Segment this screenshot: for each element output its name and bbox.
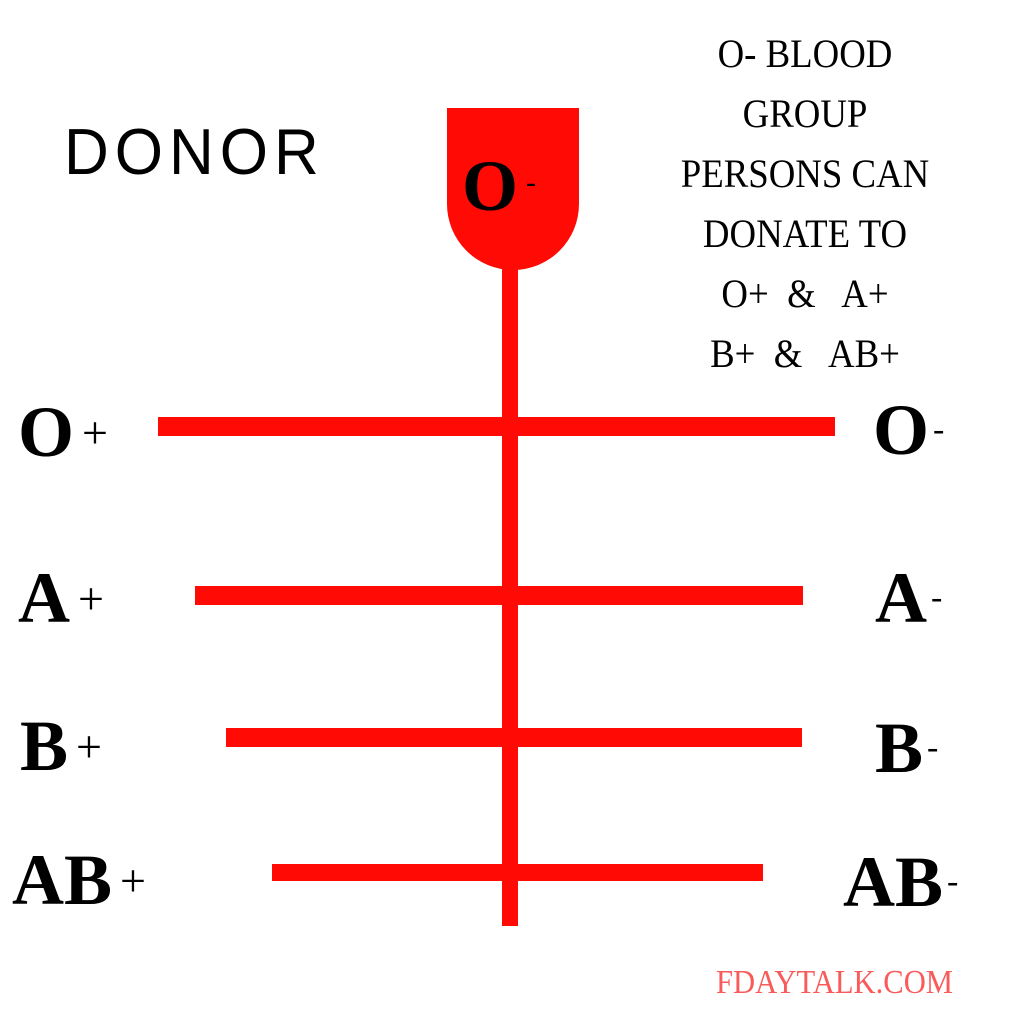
connector-bar-ab xyxy=(272,864,763,881)
group-sign: + xyxy=(76,721,102,772)
group-sign: + xyxy=(82,407,108,458)
group-sign: + xyxy=(120,855,146,906)
group-sign: + xyxy=(78,573,104,624)
info-line: PERSONS CAN xyxy=(680,151,930,196)
info-line: GROUP xyxy=(742,91,868,136)
connector-bar-a xyxy=(195,586,803,605)
group-letter: A xyxy=(875,558,927,638)
group-sign: - xyxy=(931,579,943,616)
group-letter: AB xyxy=(843,842,944,922)
recipient-label-ab-pos: AB+ xyxy=(12,844,146,916)
recipient-label-b-pos: B+ xyxy=(20,710,102,782)
group-sign: - xyxy=(933,411,945,448)
recipient-label-a-neg: A- xyxy=(875,562,942,634)
recipient-label-b-neg: B- xyxy=(875,712,938,784)
connector-bar-b xyxy=(226,728,802,747)
donor-heading: DONOR xyxy=(64,116,325,189)
group-letter: AB xyxy=(12,840,113,920)
recipient-label-o-neg: O- xyxy=(873,394,944,466)
connector-bar-o xyxy=(158,417,835,436)
info-text: O- BLOOD GROUP PERSONS CAN DONATE TO O+ … xyxy=(635,24,975,384)
info-line: O- BLOOD xyxy=(717,31,893,76)
info-line: DONATE TO xyxy=(702,211,908,256)
blood-cup-shape xyxy=(447,108,579,270)
info-line: O+ & A+ xyxy=(721,271,889,316)
group-letter: B xyxy=(875,708,924,788)
donor-group-sign: - xyxy=(526,166,537,199)
info-line: B+ & AB+ xyxy=(710,331,900,376)
group-sign: - xyxy=(947,863,959,900)
donor-group-letter: O xyxy=(462,146,519,226)
group-letter: A xyxy=(18,558,70,638)
group-sign: - xyxy=(927,729,939,766)
recipient-label-a-pos: A+ xyxy=(18,562,104,634)
recipient-label-ab-neg: AB- xyxy=(843,846,958,918)
recipient-label-o-pos: O+ xyxy=(18,396,108,468)
group-letter: O xyxy=(873,390,930,470)
group-letter: B xyxy=(20,706,69,786)
group-letter: O xyxy=(18,392,75,472)
watermark: FDAYTALK.COM xyxy=(716,964,954,1001)
donor-group-label: O- xyxy=(462,150,536,222)
